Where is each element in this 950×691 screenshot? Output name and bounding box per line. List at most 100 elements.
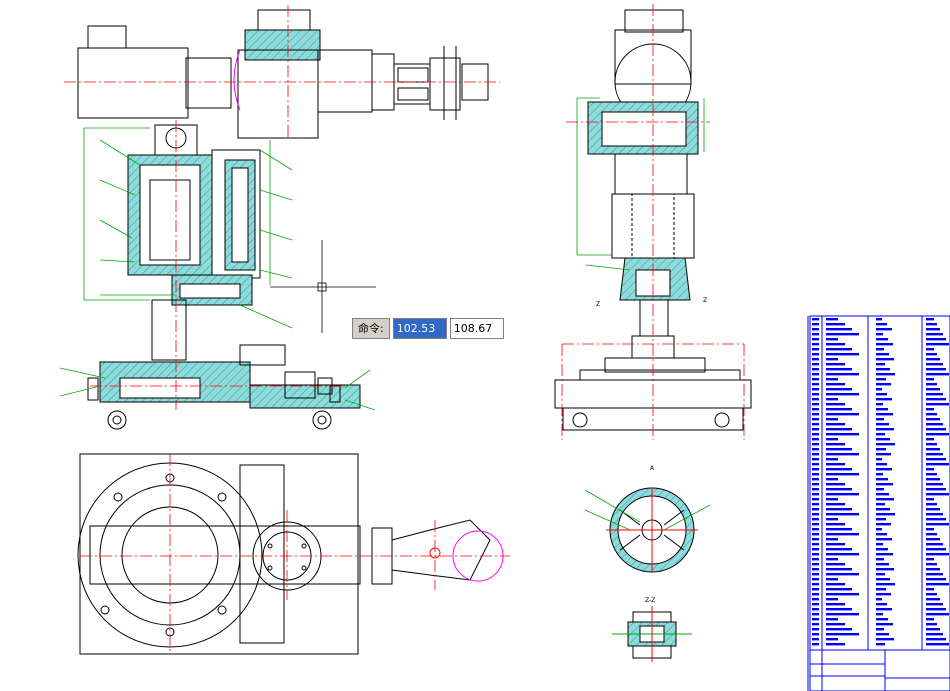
bom-cell <box>812 548 819 551</box>
bom-cell <box>876 533 887 536</box>
bom-cell <box>926 583 949 586</box>
bom-cell <box>876 368 890 371</box>
bom-cell <box>812 353 819 356</box>
bom-cell <box>926 398 946 401</box>
bom-cell <box>812 533 819 536</box>
bom-cell <box>812 363 819 366</box>
bom-cell <box>876 623 893 626</box>
bom-cell <box>876 593 891 596</box>
bom-cell <box>826 518 838 521</box>
bom-cell <box>876 403 883 406</box>
bom-cell <box>926 538 940 541</box>
bom-cell <box>876 563 889 566</box>
bom-cell <box>826 343 845 346</box>
bom-cell <box>812 358 819 361</box>
bom-cell <box>876 558 884 561</box>
bom-cell <box>926 543 943 546</box>
bom-cell <box>926 533 937 536</box>
bom-cell <box>876 493 889 496</box>
x-coordinate-input[interactable]: 102.53 <box>392 318 447 339</box>
bom-cell <box>812 508 819 511</box>
bom-cell <box>812 348 819 351</box>
bom-cell <box>876 318 882 321</box>
bom-cell <box>876 393 887 396</box>
bom-cell <box>826 463 845 466</box>
bom-cell <box>926 468 934 471</box>
bom-cell <box>826 438 838 441</box>
bom-cell <box>812 493 819 496</box>
bom-rows <box>812 318 949 646</box>
bom-cell <box>876 418 884 421</box>
bom-cell <box>876 578 890 581</box>
bom-cell <box>926 643 949 646</box>
top-centerlines <box>80 454 510 654</box>
bom-cell <box>876 443 895 446</box>
bom-cell <box>812 413 819 416</box>
bom-cell <box>826 338 838 341</box>
bom-cell <box>926 408 934 411</box>
bom-cell <box>826 453 859 456</box>
bom-cell <box>826 608 852 611</box>
bom-cell <box>876 413 893 416</box>
bom-cell <box>826 523 845 526</box>
bom-cell <box>826 638 838 641</box>
bom-cell <box>826 348 852 351</box>
bom-cell <box>812 633 819 636</box>
bom-cell <box>876 348 884 351</box>
bom-cell <box>926 378 934 381</box>
bom-cell <box>926 403 949 406</box>
bom-cell <box>926 453 943 456</box>
bom-cell <box>826 373 859 376</box>
bom-cell <box>926 443 937 446</box>
bom-cell <box>826 503 845 506</box>
bom-cell <box>826 423 845 426</box>
bom-cell <box>926 548 946 551</box>
bom-cell <box>876 343 893 346</box>
bom-cell <box>926 573 943 576</box>
bom-cell <box>826 623 845 626</box>
bom-cell <box>812 333 819 336</box>
bom-cell <box>926 513 943 516</box>
y-coordinate-input[interactable]: 108.67 <box>449 318 504 339</box>
bom-cell <box>812 393 819 396</box>
bom-cell <box>812 608 819 611</box>
bom-cell <box>812 368 819 371</box>
bom-cell <box>812 328 819 331</box>
bom-cell <box>926 623 937 626</box>
bom-cell <box>812 623 819 626</box>
bom-cell <box>926 613 949 616</box>
bom-cell <box>876 383 891 386</box>
bom-cell <box>926 558 934 561</box>
bom-cell <box>876 408 888 411</box>
bom-cell <box>826 618 838 621</box>
bom-cell <box>812 558 819 561</box>
bom-cell <box>926 618 934 621</box>
bom-cell <box>812 453 819 456</box>
bom-cell <box>876 603 887 606</box>
bom-cell <box>876 608 892 611</box>
bom-cell <box>826 403 845 406</box>
bom-cell <box>926 508 940 511</box>
bom-cell <box>926 348 934 351</box>
bom-cell <box>876 323 887 326</box>
bom-cell <box>876 468 892 471</box>
bom-cell <box>812 343 819 346</box>
bom-cell <box>876 473 883 476</box>
bom-cell <box>876 553 893 556</box>
bom-cell <box>826 388 852 391</box>
bom-cell <box>826 363 845 366</box>
bom-cell <box>876 573 885 576</box>
bom-cell <box>876 438 890 441</box>
bom-cell <box>826 408 852 411</box>
bom-cell <box>926 598 940 601</box>
bom-cell <box>826 323 845 326</box>
bom-cell <box>812 528 819 531</box>
bom-cell <box>876 388 882 391</box>
bom-cell <box>812 563 819 566</box>
bom-cell <box>812 418 819 421</box>
bom-cell <box>826 603 845 606</box>
bom-cell <box>812 543 819 546</box>
bom-cell <box>826 578 838 581</box>
bom-cell <box>876 548 888 551</box>
